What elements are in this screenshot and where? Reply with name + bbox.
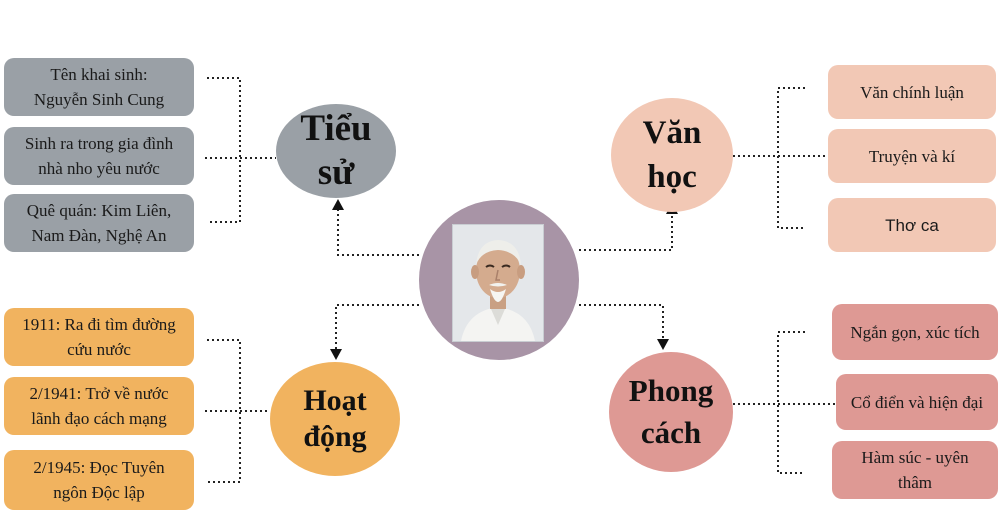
phong-cach-item-1: Ngắn gọn, xúc tích (832, 304, 998, 360)
van-hoc-item-3: Thơ ca (828, 198, 996, 252)
portrait-photo (452, 224, 544, 342)
van-hoc-item-1: Văn chính luận (828, 65, 996, 119)
phong-cach-item-2: Cổ điển và hiện đại (836, 374, 998, 430)
tieu-su-item-3: Quê quán: Kim Liên,Nam Đàn, Nghệ An (4, 194, 194, 252)
van-hoc-item-2: Truyện và kí (828, 129, 996, 183)
tieu-su-item-1: Tên khai sinh:Nguyễn Sinh Cung (4, 58, 194, 116)
